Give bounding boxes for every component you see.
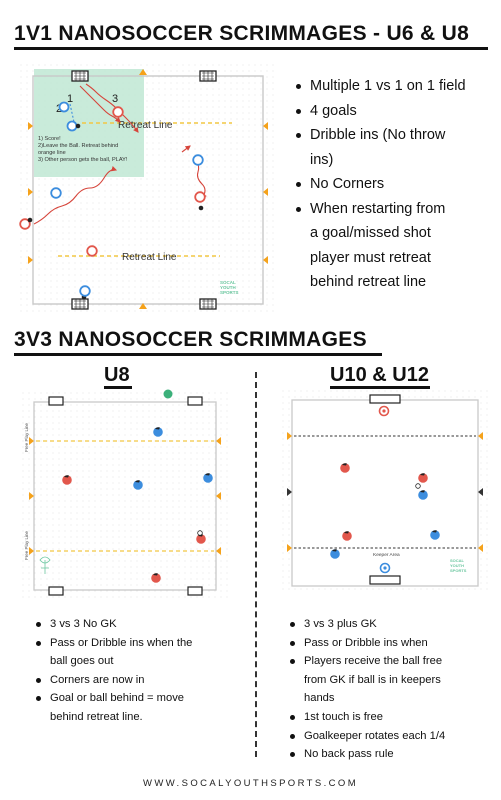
bullet-item: Players receive the ball free (290, 652, 498, 671)
step-number-1: 1 (67, 93, 73, 105)
bullet-item: 3 vs 3 plus GK (290, 615, 498, 634)
subheading-u8-underline (104, 386, 132, 389)
u8-watermark-logo (39, 556, 51, 574)
section1-title: 1V1 NANOSOCCER SCRIMMAGES - U6 & U8 (14, 22, 470, 45)
bullet-continuation: player must retreat (310, 249, 431, 266)
u8-cones (29, 437, 221, 555)
bullet-continuation: behind retreat line (310, 274, 427, 290)
field-diagram-u10-u12: Keeper Area SOCAL YOUTH SPORTS (282, 390, 488, 590)
goal-top-left (71, 70, 89, 82)
u10-players (330, 405, 440, 574)
bullet-item: Pass or Dribble ins when (290, 634, 498, 653)
bullet-continuation: a goal/missed shot (310, 225, 431, 241)
u8-players (62, 389, 213, 583)
cones (28, 69, 268, 309)
column-divider (255, 372, 257, 757)
goal-top-right (199, 70, 217, 82)
retreat-line-bottom-label: Retreat Line (122, 252, 177, 263)
field-diagram-1v1: Retreat Line Retreat Line 1 2 3 1) Score… (19, 64, 276, 316)
retreat-line-top-label: Retreat Line (118, 120, 173, 131)
bullet-item: When restarting from (296, 197, 496, 222)
bullet-item: 3 vs 3 No GK (36, 615, 248, 634)
bullet-item: Pass or Dribble ins when the (36, 634, 248, 653)
bullets-u8: 3 vs 3 No GK Pass or Dribble ins when th… (36, 615, 248, 727)
subheading-u8: U8 (104, 364, 130, 386)
keeper-area-label: Keeper Area (373, 552, 400, 558)
goal-bottom-left (71, 298, 89, 310)
bullet-item: 1st touch is free (290, 708, 498, 727)
step-notes: 1) Score! 2)Leave the Ball. Retreat behi… (38, 136, 128, 163)
bullet-continuation: hands (304, 692, 335, 705)
free-play-line-top-label: Free Play Line (24, 422, 29, 452)
field-diagram-u8: Free Play Line Free Play Line (22, 389, 228, 600)
section2-title: 3V3 NANOSOCCER SCRIMMAGES (14, 328, 367, 351)
bullet-continuation: from GK if ball is in keepers (304, 673, 441, 686)
players-1v1 (19, 101, 206, 300)
bullet-item: No Corners (296, 172, 496, 197)
free-play-line-bottom-label: Free Play Line (24, 530, 29, 560)
bullet-item: Goal or ball behind = move (36, 689, 248, 708)
u10-cones (287, 432, 483, 552)
subheading-u10-underline (330, 386, 430, 389)
bullet-item: Corners are now in (36, 671, 248, 690)
bullet-item: Dribble ins (No throw (296, 123, 496, 148)
u10-goals (369, 394, 401, 585)
section1-title-underline (14, 47, 488, 50)
subheading-u10-u12: U10 & U12 (330, 364, 429, 386)
bullet-item: Multiple 1 vs 1 on 1 field (296, 74, 496, 99)
bullet-item: Goalkeeper rotates each 1/4 (290, 727, 498, 746)
bullets-u10-u12: 3 vs 3 plus GK Pass or Dribble ins when … (290, 615, 498, 764)
bullet-item: 4 goals (296, 99, 496, 124)
watermark-logo: SOCAL YOUTH SPORTS (220, 280, 239, 295)
bullets-1v1: Multiple 1 vs 1 on 1 field 4 goals Dribb… (296, 74, 496, 295)
bullet-continuation: ball goes out (50, 655, 114, 668)
step-number-3: 3 (112, 93, 118, 105)
footer-website: WWW.SOCALYOUTHSPORTS.COM (142, 778, 359, 789)
u10-watermark-logo: SOCAL YOUTH SPORTS (450, 558, 467, 573)
bullet-item: No back pass rule (290, 745, 498, 764)
u8-goals (48, 396, 203, 596)
section2-title-underline (14, 353, 382, 356)
bullet-continuation: ins) (310, 151, 334, 168)
bullet-continuation: behind retreat line. (50, 710, 143, 723)
goal-bottom-right (199, 298, 217, 310)
